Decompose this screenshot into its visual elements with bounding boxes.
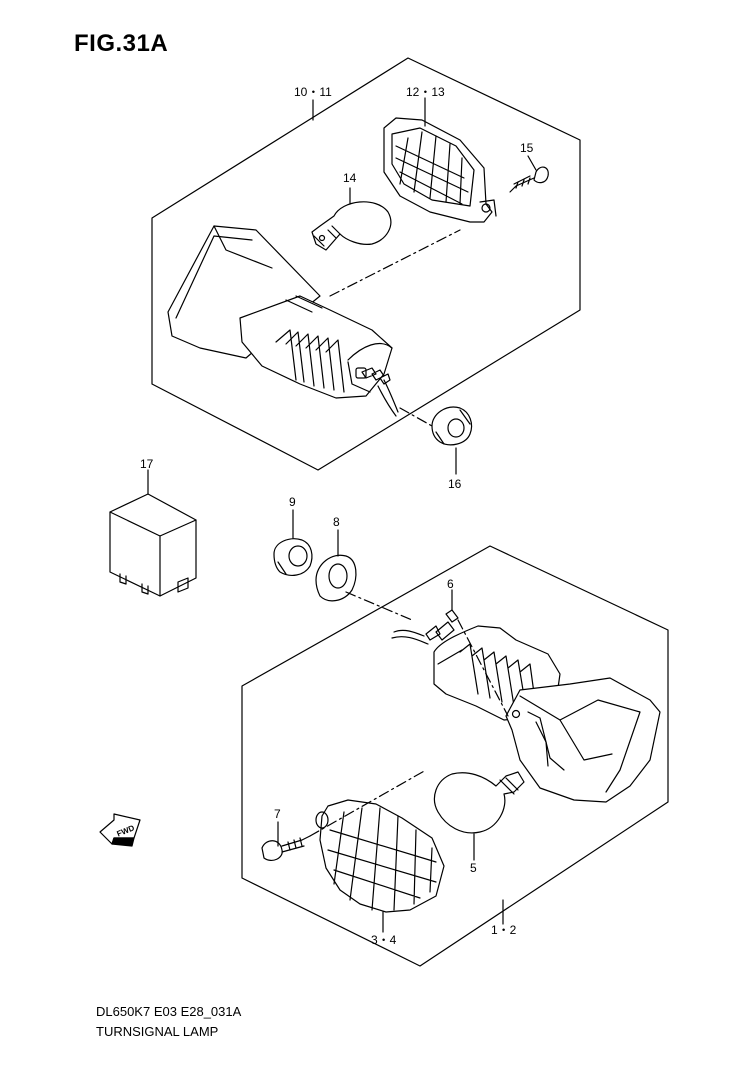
upper-bulb — [311, 201, 392, 251]
callout-17: 17 — [140, 457, 154, 471]
upper-screw — [509, 166, 549, 193]
lower-bulb — [433, 771, 525, 834]
upper-lens — [383, 117, 497, 223]
callout-1-2: 1・2 — [491, 923, 517, 937]
diagram-code: DL650K7 E03 E28_031A — [96, 1004, 242, 1019]
upper-nut — [431, 406, 473, 446]
callout-5: 5 — [470, 861, 477, 875]
callout-10-11: 10・11 — [294, 85, 332, 99]
lower-nut — [273, 538, 313, 576]
lower-assembly-frame — [241, 545, 669, 967]
callout-8: 8 — [333, 515, 340, 529]
diagram-caption: TURNSIGNAL LAMP — [96, 1024, 219, 1039]
figure-title: FIG.31A — [74, 30, 169, 57]
lower-lamp-housing — [391, 621, 661, 803]
upper-lamp-housing — [167, 225, 399, 417]
lower-screw — [261, 835, 311, 862]
callout-12-13: 12・13 — [406, 85, 445, 99]
callout-9: 9 — [289, 495, 296, 509]
callout-16: 16 — [448, 477, 462, 491]
callout-3-4: 3・4 — [371, 933, 397, 947]
lower-lens — [315, 799, 445, 913]
washer — [315, 554, 357, 602]
callout-14: 14 — [343, 171, 357, 185]
forward-direction-arrow-icon — [99, 813, 141, 847]
callout-15: 15 — [520, 141, 534, 155]
flasher-relay — [109, 493, 197, 597]
pin — [445, 609, 459, 623]
callout-6: 6 — [447, 577, 454, 591]
upper-assembly-frame — [151, 57, 581, 471]
callout-7: 7 — [274, 807, 281, 821]
